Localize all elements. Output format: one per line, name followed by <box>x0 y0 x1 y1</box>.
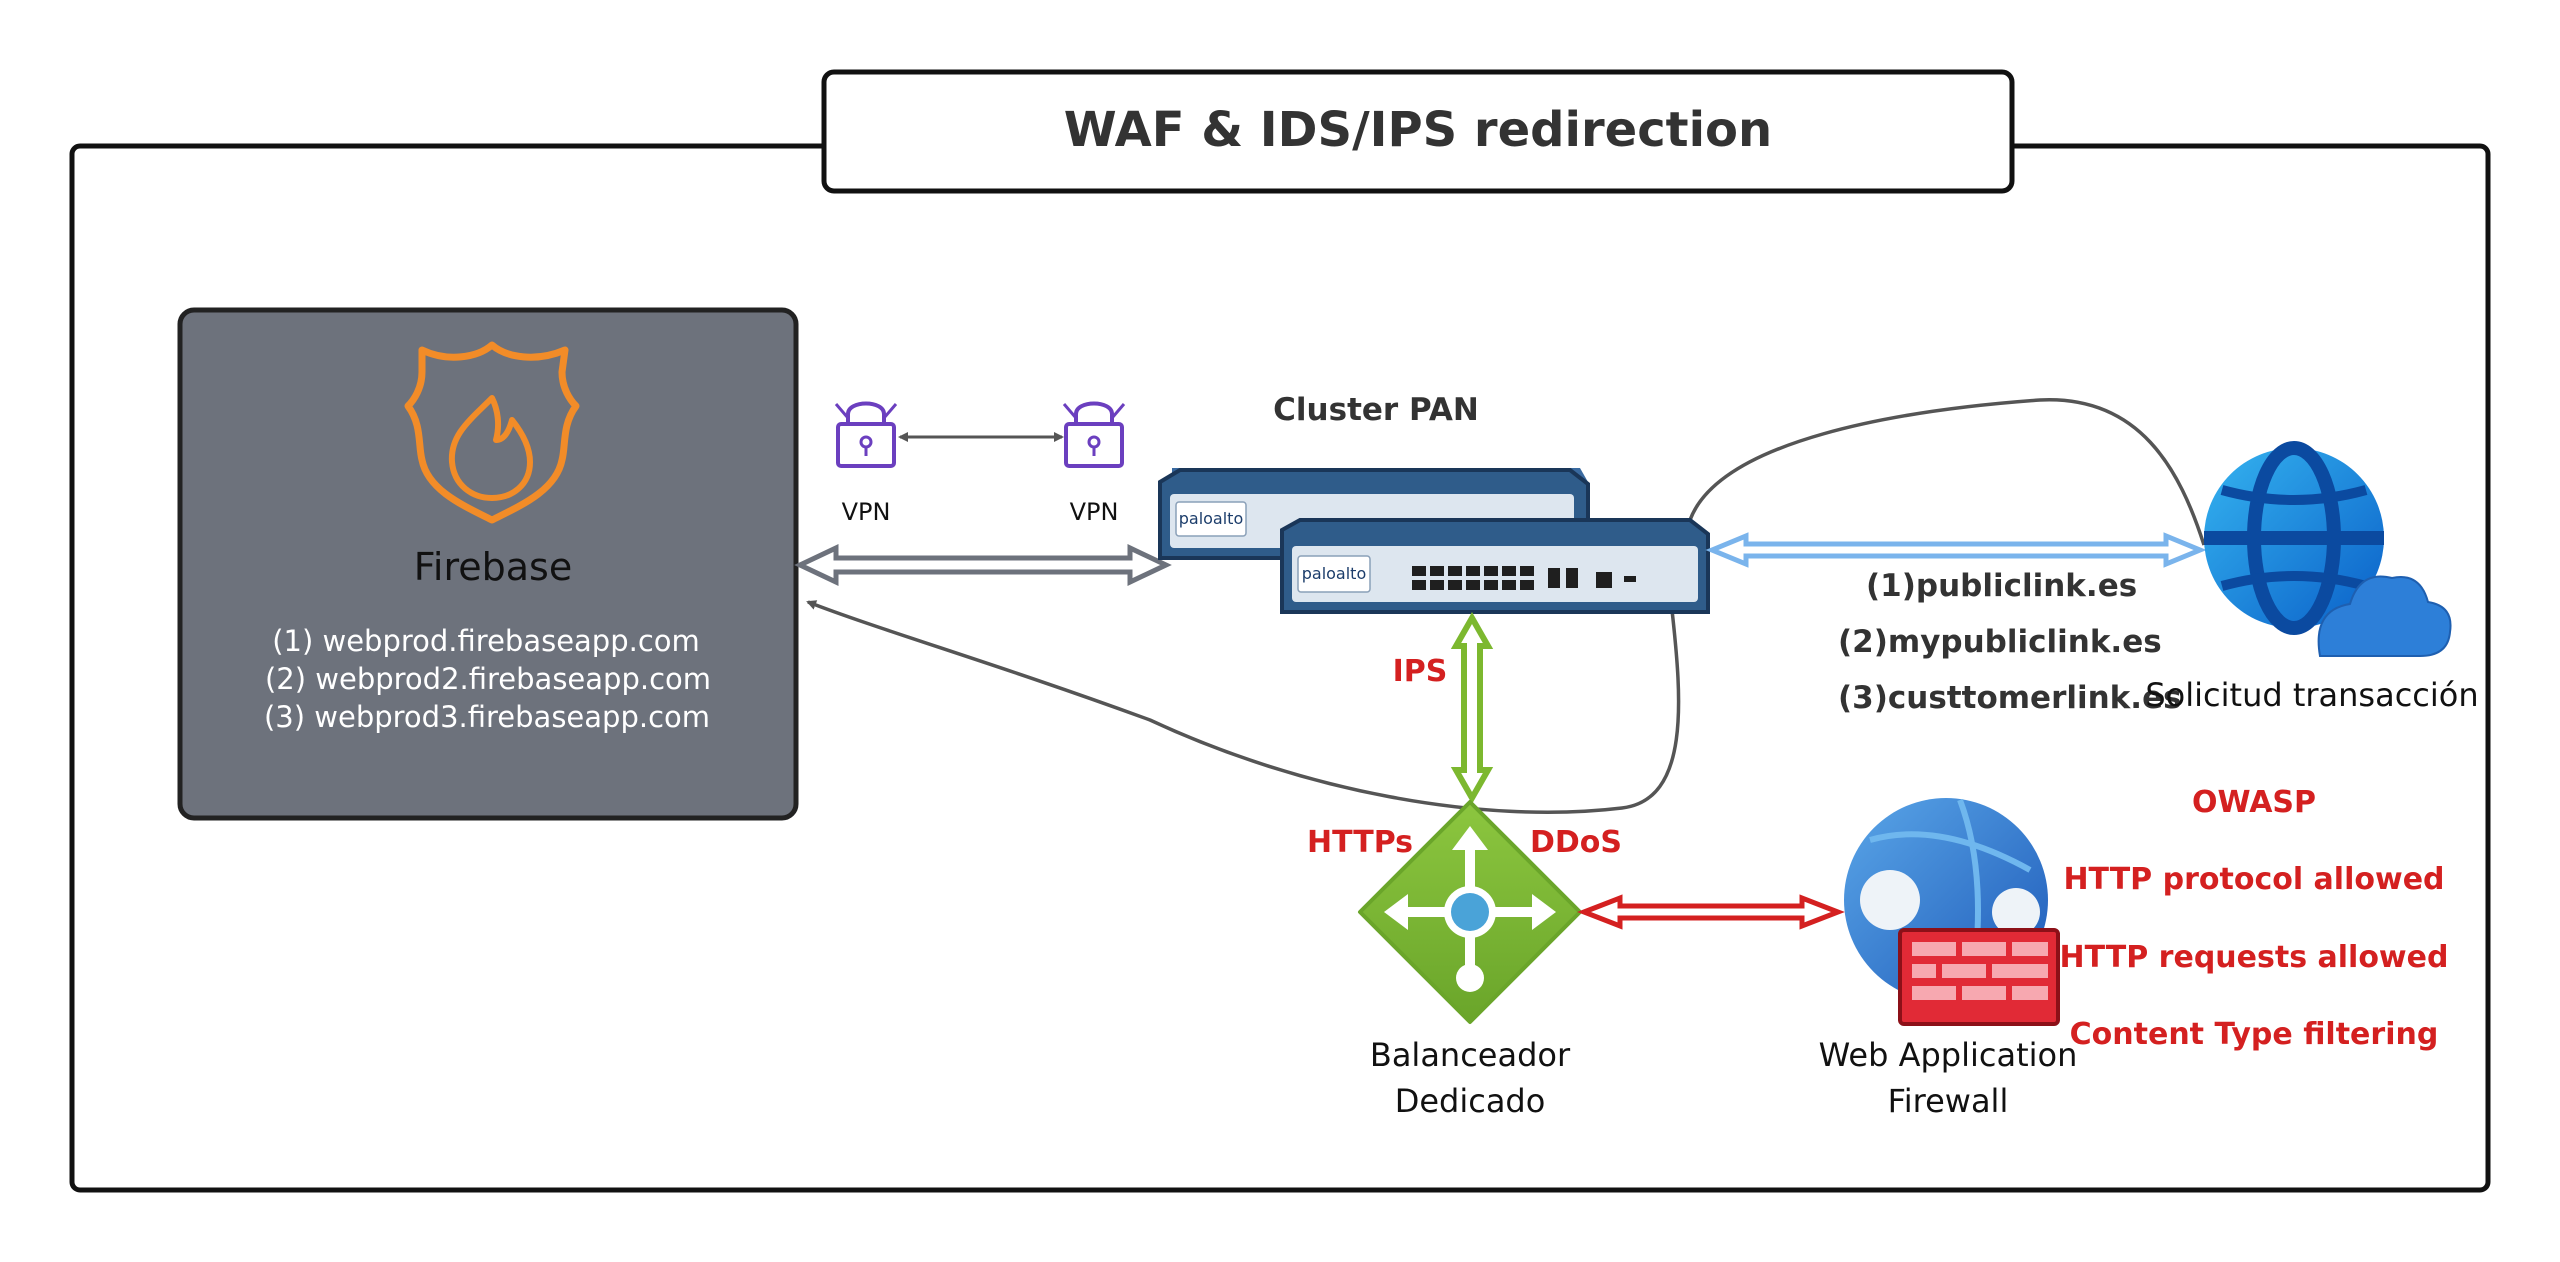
waf-label-2: Firewall <box>1888 1082 2009 1120</box>
ips-arrow <box>1450 611 1494 805</box>
balancer-label-1: Balanceador <box>1370 1036 1571 1074</box>
cluster-label: Cluster PAN <box>1273 392 1479 428</box>
pan-device-front: paloalto <box>1280 518 1710 614</box>
waf-feature-protocol: HTTP protocol allowed <box>2063 862 2444 897</box>
shield-flame-icon <box>404 341 580 524</box>
ddos-label: DDoS <box>1530 825 1622 860</box>
device-brand-front: paloalto <box>1302 564 1367 583</box>
diagram-title: WAF & IDS/IPS redirection <box>1064 102 1772 158</box>
ips-label: IPS <box>1393 654 1448 689</box>
padlock-icon <box>834 401 898 468</box>
web-firewall-icon <box>1844 798 2060 1026</box>
cluster-client-arrow <box>1705 532 2207 568</box>
firebase-url-1: (1) webprod.firebaseapp.com <box>272 624 700 658</box>
device-brand-back: paloalto <box>1179 509 1244 528</box>
waf-feature-content-type: Content Type filtering <box>2070 1017 2439 1052</box>
firebase-cluster-arrow <box>794 544 1172 586</box>
load-balancer-icon <box>1358 800 1582 1024</box>
public-link-2: (2)mypubliclink.es <box>1838 624 2162 660</box>
device-ports <box>1412 566 1636 590</box>
waf-label-1: Web Application <box>1819 1036 2078 1074</box>
client-curve <box>1688 398 2206 546</box>
balancer-waf-arrow <box>1577 894 1845 930</box>
waf-feature-owasp: OWASP <box>2192 785 2316 820</box>
vpn-right: VPN <box>1062 401 1126 526</box>
globe-cloud-icon <box>2204 441 2452 657</box>
client-label: Solicitud transacción <box>2145 676 2478 714</box>
firebase-box: Firebase (1) webprod.firebaseapp.com (2)… <box>177 307 799 821</box>
firebase-url-2: (2) webprod2.firebaseapp.com <box>265 662 711 696</box>
vpn-left-label: VPN <box>842 498 891 526</box>
public-link-3: (3)custtomerlink.es <box>1838 680 2182 716</box>
https-label: HTTPs <box>1307 825 1413 860</box>
return-path-curve <box>806 600 1681 814</box>
firebase-url-3: (3) webprod3.firebaseapp.com <box>264 700 710 734</box>
waf-feature-requests: HTTP requests allowed <box>2060 940 2449 975</box>
firebase-name: Firebase <box>414 545 572 589</box>
balancer-label-2: Dedicado <box>1395 1082 1546 1120</box>
public-link-1: (1)publiclink.es <box>1866 568 2137 604</box>
padlock-icon <box>1062 401 1126 468</box>
title-box: WAF & IDS/IPS redirection <box>821 69 2015 194</box>
vpn-left: VPN <box>834 401 898 526</box>
vpn-right-label: VPN <box>1070 498 1119 526</box>
